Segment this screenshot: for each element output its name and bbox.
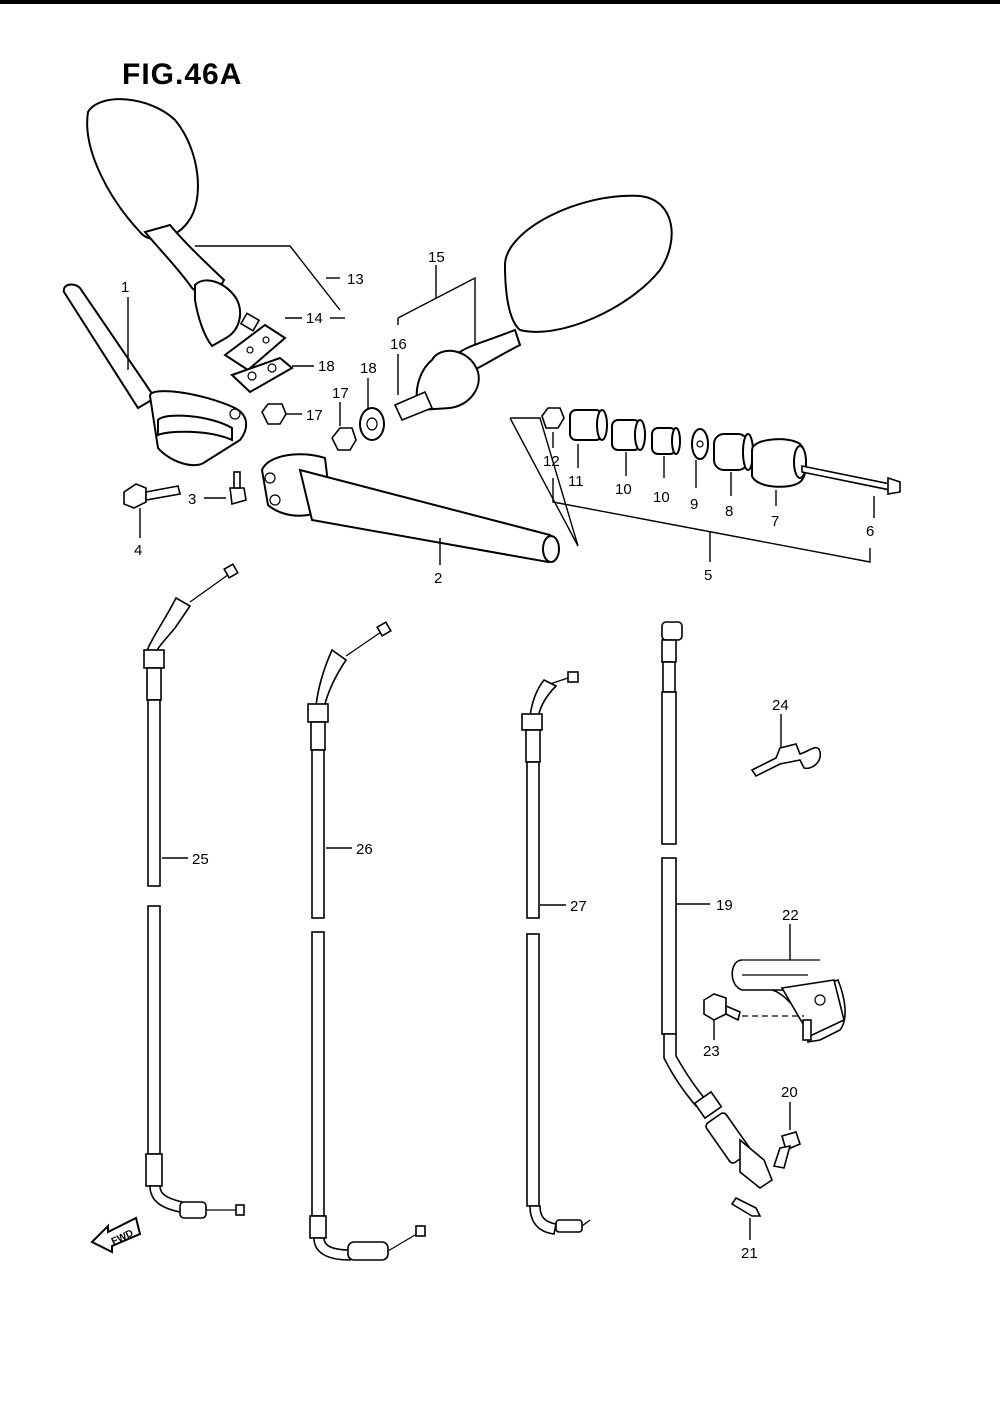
label-10a: 10 (615, 481, 632, 498)
bar-end-set (541, 407, 901, 495)
left-mirror (86, 98, 261, 348)
bolt-23 (703, 993, 741, 1022)
cable-26 (307, 621, 426, 1261)
label-9: 9 (690, 496, 698, 513)
figure-title: FIG.46A (122, 58, 243, 91)
leader-13 (195, 245, 341, 311)
bolt-4 (123, 483, 181, 509)
leader-bracket (510, 417, 579, 547)
fwd-arrow-icon: FWD (90, 1216, 142, 1254)
plate-18-left (230, 356, 294, 394)
label-15: 15 (428, 249, 445, 266)
label-21: 21 (741, 1245, 758, 1262)
right-mirror (393, 194, 673, 422)
washer-9 (691, 428, 709, 460)
gasket-14 (223, 323, 287, 372)
label-4: 4 (134, 542, 142, 559)
bolt-3 (229, 471, 247, 506)
label-16: 16 (390, 336, 407, 353)
nut-17-right (331, 427, 357, 451)
label-17-left: 17 (306, 407, 323, 424)
label-27: 27 (570, 898, 587, 915)
label-23: 23 (703, 1043, 720, 1060)
label-18-left: 18 (318, 358, 335, 375)
label-1: 1 (121, 279, 129, 296)
label-25: 25 (192, 851, 209, 868)
label-10b: 10 (653, 489, 670, 506)
handlebar-right-2 (260, 453, 560, 564)
cable-19 (661, 621, 773, 1189)
label-13: 13 (347, 271, 364, 288)
label-6: 6 (866, 523, 874, 540)
label-18-right: 18 (360, 360, 377, 377)
label-20: 20 (781, 1084, 798, 1101)
cotter-pin-21 (730, 1196, 762, 1217)
cable-25 (143, 563, 245, 1219)
clamp-24 (750, 743, 822, 778)
leader-5 (552, 478, 871, 563)
nut-17-left (261, 403, 287, 425)
label-3: 3 (188, 491, 196, 508)
nut-12 (541, 407, 565, 429)
label-24: 24 (772, 697, 789, 714)
label-8: 8 (725, 503, 733, 520)
label-5: 5 (704, 567, 712, 584)
handlebar-left-1 (62, 283, 248, 467)
leader-15 (397, 276, 476, 345)
label-19: 19 (716, 897, 733, 914)
label-26: 26 (356, 841, 373, 858)
label-2: 2 (434, 570, 442, 587)
label-14: 14 (306, 310, 323, 327)
pin-20 (772, 1131, 801, 1169)
label-7: 7 (771, 513, 779, 530)
bracket-22 (731, 959, 846, 1043)
label-17-right: 17 (332, 385, 349, 402)
label-11: 11 (568, 473, 584, 490)
screw-6 (801, 465, 891, 491)
washer-18-right (359, 407, 385, 441)
cable-27 (521, 671, 591, 1235)
label-22: 22 (782, 907, 799, 924)
label-12: 12 (543, 453, 560, 470)
